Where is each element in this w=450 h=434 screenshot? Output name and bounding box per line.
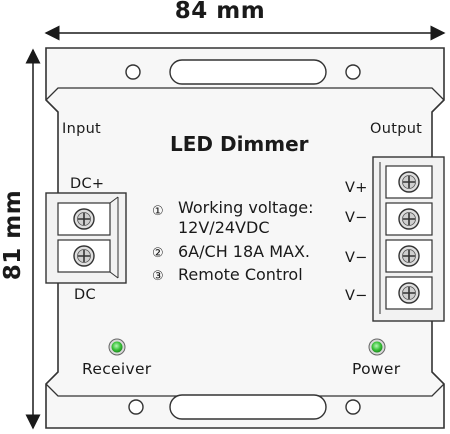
spec-marker-1: ①	[152, 204, 164, 219]
bottom-mounting-slot	[169, 394, 327, 420]
output-screw-vminus-1	[398, 208, 420, 230]
spec-1-line-1: Working voltage:	[178, 198, 314, 217]
spec-2-line-1: 6A/CH 18A MAX.	[178, 242, 310, 261]
receiver-label: Receiver	[82, 360, 152, 378]
input-label: Input	[62, 121, 102, 137]
bottom-left-screw-hole	[128, 399, 144, 415]
top-left-screw-hole	[125, 64, 141, 80]
top-right-screw-hole	[345, 64, 361, 80]
input-screw-dcplus	[73, 208, 95, 230]
output-terminal-block	[372, 156, 445, 322]
spec-3-line-1: Remote Control	[178, 265, 303, 284]
output-label: Output	[370, 121, 423, 137]
input-terminal-block	[45, 192, 127, 284]
spec-marker-2: ②	[152, 246, 164, 261]
output-screw-vminus-3	[398, 282, 420, 304]
top-mounting-slot	[169, 59, 327, 85]
power-label: Power	[352, 360, 401, 378]
spec-marker-3: ③	[152, 269, 164, 284]
top-flange	[45, 87, 445, 101]
input-terminal-label-dcplus: DC+	[70, 176, 105, 192]
output-screw-vminus-2	[398, 245, 420, 267]
power-led	[368, 338, 386, 356]
height-dimension-label: 81 mm	[0, 189, 26, 281]
output-terminal-label-vplus: V+	[345, 180, 368, 196]
width-dimension-label: 84 mm	[174, 0, 266, 24]
bottom-right-screw-hole	[345, 399, 361, 415]
output-terminal-label-vminus-2: V−	[345, 250, 368, 266]
device-title: LED Dimmer	[170, 132, 309, 156]
input-screw-dc	[73, 245, 95, 267]
spec-1-line-2: 12V/24VDC	[178, 218, 270, 237]
output-terminal-label-vminus-3: V−	[345, 288, 368, 304]
output-screw-vplus	[398, 171, 420, 193]
output-terminal-label-vminus-1: V−	[345, 210, 368, 226]
receiver-led	[108, 338, 126, 356]
input-terminal-label-dc: DC	[74, 287, 96, 303]
